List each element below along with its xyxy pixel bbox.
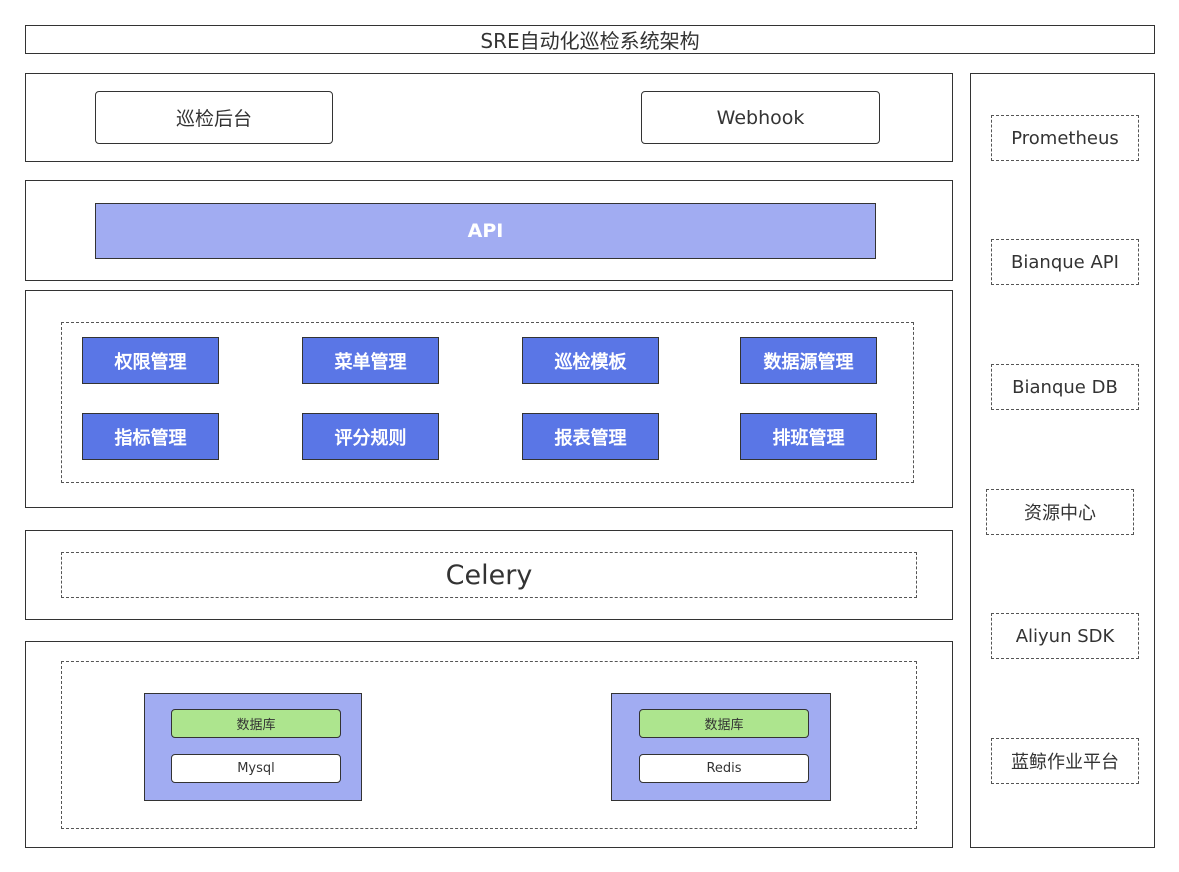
external-prometheus: Prometheus <box>991 115 1139 161</box>
module-metrics: 指标管理 <box>82 413 219 460</box>
modules-group <box>61 322 914 483</box>
redis-type-label: 数据库 <box>639 709 809 738</box>
admin-console-box: 巡检后台 <box>95 91 333 144</box>
storage-name-text: Redis <box>706 761 742 776</box>
celery-box: Celery <box>61 552 917 598</box>
storage-group <box>61 661 917 829</box>
external-bluewhale-job: 蓝鲸作业平台 <box>991 738 1139 784</box>
module-scheduling: 排班管理 <box>740 413 877 460</box>
diagram-title-text: SRE自动化巡检系统架构 <box>480 29 700 53</box>
mysql-name-label: Mysql <box>171 754 341 783</box>
external-label: 资源中心 <box>1024 503 1096 524</box>
redis-name-label: Redis <box>639 754 809 783</box>
module-permission: 权限管理 <box>82 337 219 384</box>
module-label: 排班管理 <box>772 427 845 449</box>
module-reports: 报表管理 <box>522 413 659 460</box>
celery-layer <box>25 530 953 620</box>
external-resource-center: 资源中心 <box>986 489 1134 535</box>
api-box: API <box>95 203 876 259</box>
diagram-title: SRE自动化巡检系统架构 <box>25 25 1155 54</box>
external-label: Bianque DB <box>1012 376 1118 398</box>
storage-name-text: Mysql <box>237 761 275 776</box>
external-bianque-api: Bianque API <box>991 239 1139 285</box>
module-label: 指标管理 <box>114 427 187 449</box>
webhook-label: Webhook <box>716 106 805 129</box>
external-systems-panel <box>970 73 1155 848</box>
module-label: 巡检模板 <box>554 351 627 373</box>
module-datasource: 数据源管理 <box>740 337 877 384</box>
external-label: 蓝鲸作业平台 <box>1011 752 1119 773</box>
module-label: 权限管理 <box>114 351 187 373</box>
external-label: Prometheus <box>1011 127 1119 149</box>
storage-type-text: 数据库 <box>236 718 276 733</box>
modules-layer <box>25 290 953 508</box>
storage-type-text: 数据库 <box>704 718 744 733</box>
module-scoring-rules: 评分规则 <box>302 413 439 460</box>
webhook-box: Webhook <box>641 91 880 144</box>
module-inspection-template: 巡检模板 <box>522 337 659 384</box>
external-aliyun-sdk: Aliyun SDK <box>991 613 1139 659</box>
mysql-type-label: 数据库 <box>171 709 341 738</box>
api-label: API <box>467 220 504 242</box>
celery-label: Celery <box>445 559 533 591</box>
external-label: Aliyun SDK <box>1015 625 1115 647</box>
module-label: 菜单管理 <box>334 351 407 373</box>
external-label: Bianque API <box>1011 251 1119 273</box>
module-label: 评分规则 <box>334 427 407 449</box>
module-menu: 菜单管理 <box>302 337 439 384</box>
module-label: 报表管理 <box>554 427 627 449</box>
module-label: 数据源管理 <box>763 351 854 373</box>
external-bianque-db: Bianque DB <box>991 364 1139 410</box>
admin-console-label: 巡检后台 <box>175 108 252 130</box>
